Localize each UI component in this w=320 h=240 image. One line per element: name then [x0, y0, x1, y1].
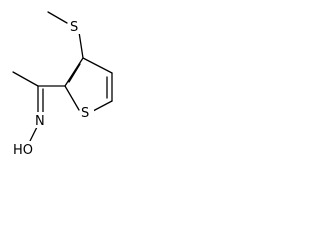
bond-imine-carbon-methyl — [12, 71, 39, 87]
bond-ring-c3-c2 — [64, 57, 84, 87]
thiophene-sulfur-label: S — [81, 106, 89, 121]
bonds — [12, 11, 113, 142]
bond-ring-c3-c2-double — [68, 63, 81, 83]
atom-labels: S S N HO — [12, 18, 94, 158]
bond-methyl-thioether — [47, 11, 68, 24]
oxime-nitrogen-bg — [33, 112, 47, 128]
bond-ring-c5-s1 — [92, 100, 113, 112]
hydroxyl-label: HO — [13, 143, 33, 158]
bond-ring-c3-c4 — [82, 57, 113, 74]
oxime-nitrogen-label: N — [35, 114, 45, 129]
hydroxyl-bg — [12, 141, 36, 157]
thioether-sulfur-label: S — [70, 20, 78, 35]
bond-thioether-ring — [78, 31, 84, 59]
molecule-structure: S S N HO — [12, 11, 113, 158]
thiophene-sulfur-bg — [80, 104, 94, 120]
bond-ring-s1-c2 — [64, 85, 80, 111]
thioether-sulfur-bg — [68, 18, 82, 34]
